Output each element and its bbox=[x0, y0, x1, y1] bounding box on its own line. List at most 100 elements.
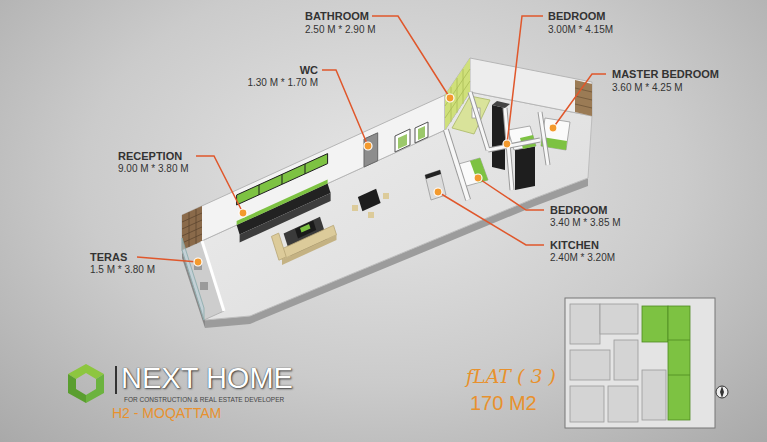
leader-dot bbox=[474, 174, 482, 182]
leader-line bbox=[438, 192, 544, 245]
wall bbox=[182, 95, 445, 250]
room-dimension: 1.30 M * 1.70 M bbox=[247, 77, 318, 89]
room-dimension: 3.40 M * 3.85 M bbox=[550, 217, 621, 229]
leader-line bbox=[478, 178, 544, 210]
room-dimension: 3.60 M * 4.25 M bbox=[612, 82, 683, 94]
kitchen-cabinet bbox=[237, 180, 328, 226]
key-plan bbox=[642, 370, 666, 420]
partition-wall bbox=[470, 92, 548, 190]
leader-dot bbox=[446, 94, 454, 102]
living-furniture bbox=[271, 189, 389, 265]
wall bbox=[470, 58, 592, 116]
living-furniture bbox=[358, 189, 381, 212]
leader-dot bbox=[239, 209, 247, 217]
logo-separator bbox=[115, 366, 117, 394]
terrace bbox=[182, 206, 224, 320]
partition-wall bbox=[446, 130, 468, 200]
key-plan bbox=[570, 304, 600, 344]
brand-name: NEXT HOME bbox=[121, 362, 293, 395]
compass bbox=[716, 386, 728, 398]
partition-wall bbox=[470, 92, 548, 190]
room-name: WC bbox=[300, 64, 318, 77]
room-name: BEDROOM bbox=[550, 204, 607, 217]
room-name: BATHROOM bbox=[305, 10, 369, 23]
key-plan bbox=[614, 340, 638, 380]
leader-dot bbox=[434, 188, 442, 196]
partition-wall bbox=[446, 92, 548, 200]
wall-door bbox=[415, 122, 428, 143]
key-plan bbox=[668, 340, 690, 375]
wall-door bbox=[364, 133, 378, 167]
key-plan bbox=[642, 306, 668, 342]
key-plan bbox=[570, 386, 604, 422]
key-plan bbox=[600, 304, 638, 334]
leader-line bbox=[507, 16, 543, 144]
wall-door bbox=[418, 126, 425, 140]
leader-line bbox=[137, 257, 198, 262]
kitchen-cabinet bbox=[259, 164, 305, 195]
floor-slab bbox=[182, 92, 592, 320]
living-furniture bbox=[352, 205, 358, 211]
room-dimension: 2.50 M * 2.90 M bbox=[305, 24, 376, 36]
bedroom-furniture bbox=[515, 146, 535, 190]
bedroom-furniture bbox=[575, 88, 592, 108]
terrace bbox=[202, 241, 224, 311]
project-name: H2 - MOQATTAM bbox=[112, 405, 221, 421]
living-furniture bbox=[282, 235, 337, 265]
key-plan bbox=[668, 306, 690, 420]
key-plan bbox=[608, 386, 638, 422]
leader-line bbox=[196, 156, 243, 213]
logo-icon bbox=[68, 364, 104, 379]
room-name: RECEPTION bbox=[118, 150, 182, 163]
floor-slab bbox=[182, 92, 592, 328]
flat-area: 170 M2 bbox=[470, 392, 537, 415]
leader-dot bbox=[194, 258, 202, 266]
room-name: MASTER BEDROOM bbox=[612, 68, 719, 81]
leader-line bbox=[372, 16, 450, 98]
leader-line bbox=[137, 16, 606, 262]
living-furniture bbox=[271, 233, 286, 260]
flat-number: fLAT ( 3 ) bbox=[466, 366, 556, 388]
terrace bbox=[182, 206, 202, 250]
living-furniture bbox=[368, 212, 374, 218]
logo-icon bbox=[68, 364, 104, 403]
bedroom-furniture bbox=[425, 80, 592, 200]
bedroom-furniture bbox=[492, 105, 505, 170]
room-dimension: 3.00M * 4.15M bbox=[548, 24, 613, 36]
leader-dot bbox=[503, 140, 511, 148]
room-name: KITCHEN bbox=[550, 239, 599, 252]
compass bbox=[720, 386, 724, 398]
room-dimension: 1.5 M * 3.80 M bbox=[90, 264, 155, 276]
key-plan bbox=[565, 298, 715, 428]
terrace bbox=[182, 209, 202, 247]
leader-dot bbox=[364, 142, 372, 150]
room-name: TERAS bbox=[90, 251, 127, 264]
logo-icon bbox=[86, 374, 104, 403]
living-furniture bbox=[383, 193, 389, 199]
logo-icon bbox=[68, 374, 86, 403]
bedroom-furniture bbox=[492, 101, 510, 108]
terrace bbox=[182, 238, 204, 320]
compass bbox=[716, 386, 728, 398]
leader-line bbox=[322, 70, 368, 146]
bathroom-tiles bbox=[445, 58, 490, 134]
brand-tagline: FOR CONSTRUCTION & REAL ESTATE DEVELOPER bbox=[124, 396, 284, 403]
wall-door bbox=[398, 134, 407, 149]
bedroom-furniture bbox=[470, 158, 488, 183]
leader-dot bbox=[549, 124, 557, 132]
room-dimension: 2.40M * 3.20M bbox=[550, 252, 615, 264]
terrace bbox=[200, 282, 208, 290]
bedroom-furniture bbox=[425, 170, 441, 179]
wall-door bbox=[395, 129, 410, 152]
room-name: BEDROOM bbox=[548, 10, 605, 23]
living-furniture bbox=[300, 224, 311, 233]
room-dimension: 9.00 M * 3.80 M bbox=[118, 163, 189, 175]
wall bbox=[182, 58, 592, 250]
wall-door bbox=[364, 122, 428, 167]
leader-line bbox=[553, 74, 606, 128]
partition-wall bbox=[446, 130, 468, 200]
key-plan bbox=[565, 298, 715, 428]
leader-dot bbox=[194, 94, 557, 266]
